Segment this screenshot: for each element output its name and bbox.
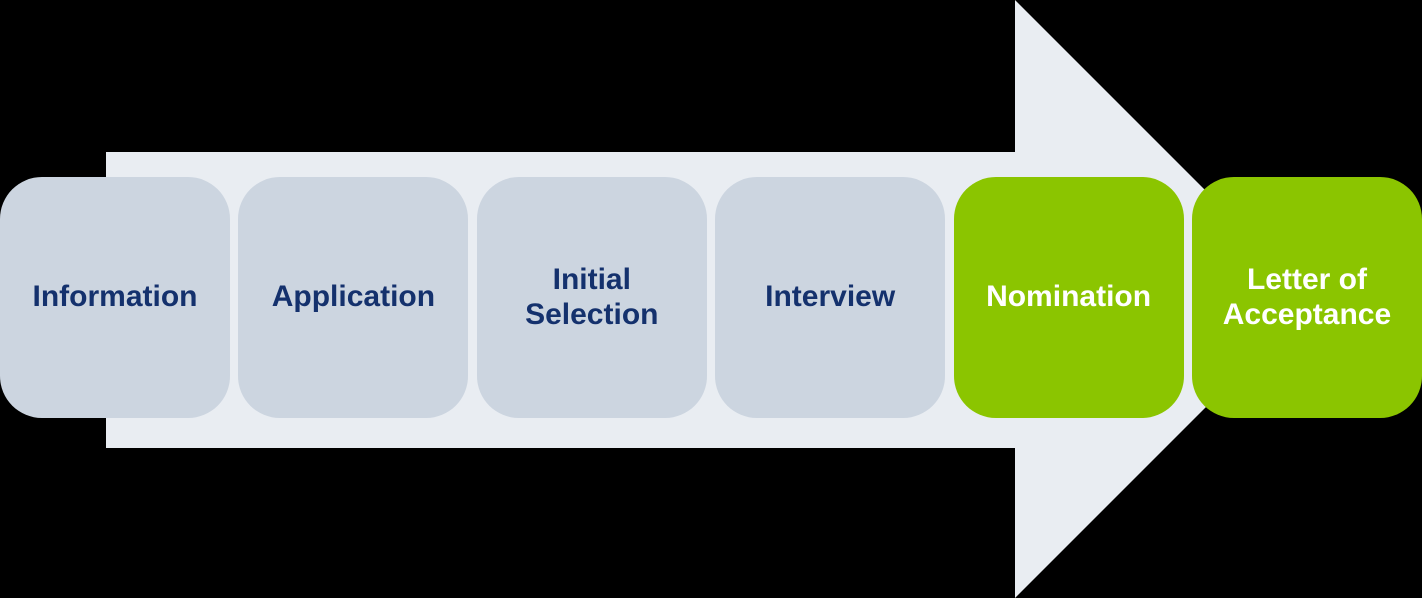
step-letter-of-acceptance-label: Letter of Acceptance bbox=[1222, 263, 1392, 331]
step-initial-selection: Initial Selection bbox=[476, 177, 707, 418]
step-nomination-label: Nomination bbox=[986, 280, 1152, 314]
step-letter-of-acceptance: Letter of Acceptance bbox=[1191, 177, 1422, 418]
step-interview-label: Interview bbox=[765, 280, 896, 314]
step-information-label: Information bbox=[32, 280, 198, 314]
step-application-label: Application bbox=[271, 280, 436, 314]
step-initial-selection-label: Initial Selection bbox=[525, 263, 659, 331]
step-interview: Interview bbox=[715, 177, 946, 418]
steps-row: Information Application Initial Selectio… bbox=[0, 177, 1422, 418]
step-information: Information bbox=[0, 177, 230, 418]
step-nomination: Nomination bbox=[953, 177, 1184, 418]
right-arrow-polygon bbox=[106, 0, 1314, 598]
step-application: Application bbox=[238, 177, 469, 418]
